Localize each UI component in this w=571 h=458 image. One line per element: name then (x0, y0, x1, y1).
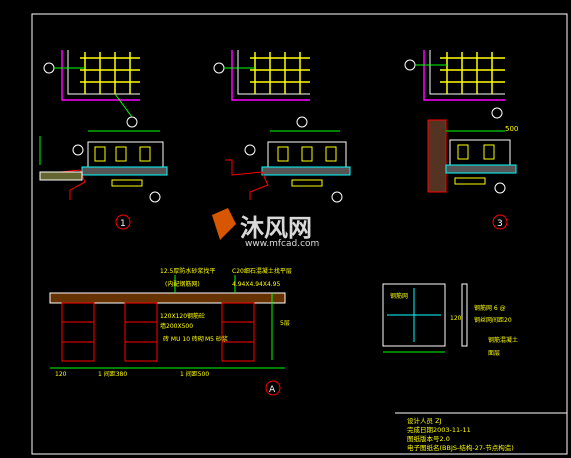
section-a-top-right-note2: 4.94X4.94X4.95 (232, 281, 280, 288)
title-line1: 设计人员 ZJ (407, 416, 442, 425)
section-a-bottom-dim2: 1 间距500 (180, 370, 209, 378)
section-a-marker: A (269, 385, 276, 395)
section-a-bottom-dim1: 1 间距380 (98, 370, 127, 378)
watermark-brand: 沐风网 (240, 214, 312, 242)
detail-3: 500 3 (404, 50, 518, 230)
small-detail-right-note2: 钢丝网间距20 (474, 316, 512, 324)
title-line3: 图纸版本号2.0 (407, 434, 450, 443)
section-a-beam-note2: 墙200X500 (160, 322, 193, 330)
section-a-right-dim: 5层 (280, 320, 290, 327)
detail-3-dim-label: 500 (505, 125, 518, 133)
section-a-top-left-note2: (内配钢筋网) (165, 280, 200, 288)
section-a-left-dim: 120 (55, 371, 67, 378)
watermark-url: www.mfcad.com (245, 239, 319, 249)
watermark: 沐风网 www.mfcad.com (212, 208, 319, 249)
small-detail-right-note1: 钢筋网 6 @ (474, 304, 506, 312)
section-a-beam-note3: 砖 MU 10 砖砌 (163, 335, 204, 343)
section-a-beam-note1: 120X120钢筋砼 (160, 312, 205, 320)
section-a-beam-note4: M5 砂浆 (205, 335, 228, 343)
section-a-top-left-note: 12.5厚防水砂浆找平 (160, 267, 215, 275)
section-a: 12.5厚防水砂浆找平 (内配钢筋网) C20细石混凝土找平层 4.94X4.9… (49, 267, 292, 396)
small-detail-right-note3: 钢筋混凝土 (488, 336, 518, 344)
detail-3-marker: 3 (497, 219, 503, 229)
small-detail-dim: 120 (450, 315, 462, 322)
title-line4: 电子图纸名(BBJS-结构-27-节点构造) (407, 443, 514, 452)
small-detail: 钢筋网 120 钢筋网 6 @ 钢丝网间距20 钢筋混凝土 面层 (382, 283, 518, 357)
detail-2 (213, 50, 351, 203)
section-a-top-right-note: C20细石混凝土找平层 (232, 267, 292, 275)
title-line2: 完成日期2003-11-11 (407, 425, 471, 434)
title-block: 设计人员 ZJ 完成日期2003-11-11 图纸版本号2.0 电子图纸名(BB… (395, 412, 567, 452)
small-detail-right-note4: 面层 (488, 350, 500, 357)
drawing-frame (31, 13, 568, 455)
small-detail-left-note: 钢筋网 (390, 292, 408, 300)
detail-1-marker: 1 (120, 219, 126, 229)
detail-1: 1 (39, 50, 168, 230)
